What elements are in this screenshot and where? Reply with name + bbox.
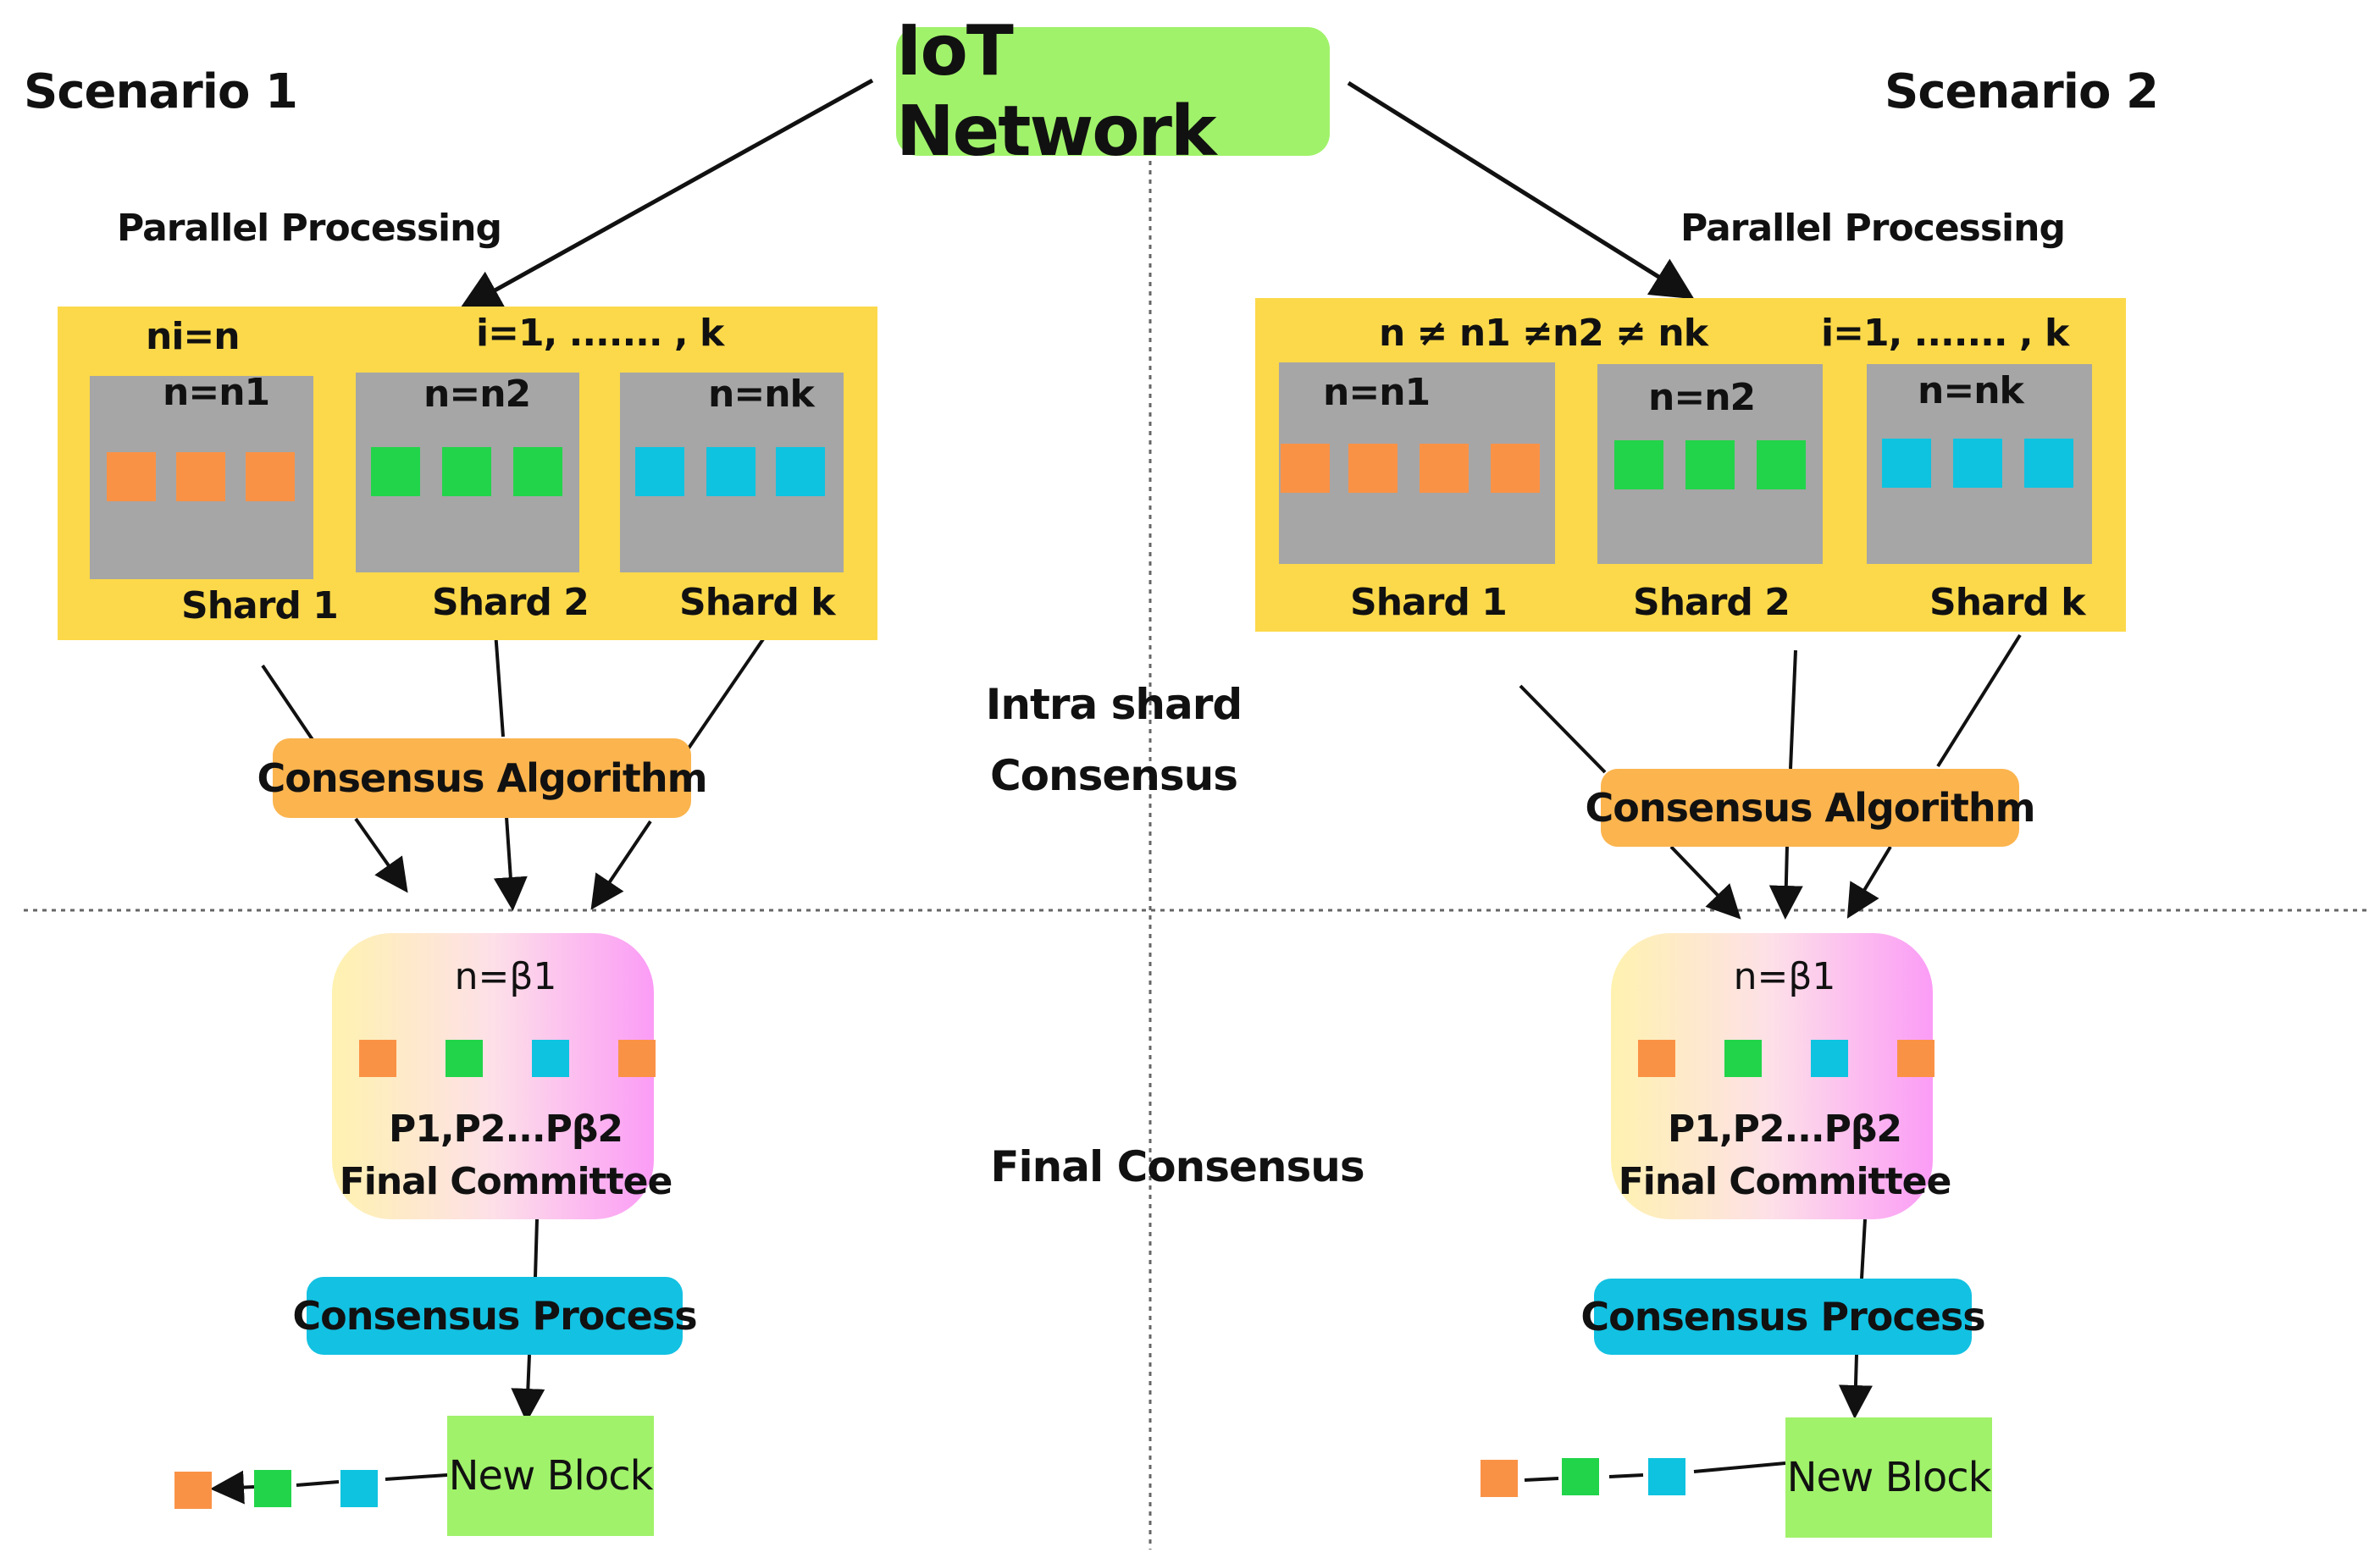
s2-node <box>2024 439 2073 488</box>
s1-node <box>176 452 225 501</box>
s1-node <box>442 447 491 496</box>
scenario1-title: Scenario 1 <box>24 64 298 119</box>
iot-network-box: IoT Network <box>896 11 1330 172</box>
s1-consensus-algorithm: Consensus Algorithm <box>257 738 707 818</box>
s1-condition-right: i=1, ....... , k <box>476 312 724 355</box>
s2-committee-members: P1,P2...Pβ2 <box>1668 1108 1902 1151</box>
s2-node <box>1281 444 1330 493</box>
s1-shard-1-name: Shard 1 <box>181 584 339 627</box>
s2-node <box>1348 444 1398 493</box>
iot-network-label: IoT Network <box>896 11 1217 172</box>
s2-node <box>1420 444 1469 493</box>
s1-shard-1-n: n=n1 <box>163 371 270 414</box>
s2-chain-block <box>1481 1460 1518 1497</box>
s1-committee-n: n=β1 <box>454 955 557 998</box>
s2-node <box>1882 439 1931 488</box>
s2-committee-name: Final Committee <box>1618 1160 1952 1203</box>
s2-shard-1-n: n=n1 <box>1323 371 1431 414</box>
s1-node <box>513 447 562 496</box>
s1-chain-block <box>174 1472 212 1509</box>
s2-shard-2-n: n=n2 <box>1648 376 1756 419</box>
s2-parallel-processing: Parallel Processing <box>1680 207 2066 250</box>
s2-committee-member <box>1811 1040 1848 1077</box>
s2-shard-k-n: n=nk <box>1918 369 2024 412</box>
s2-committee-member <box>1897 1040 1934 1077</box>
s1-new-block: New Block <box>447 1416 654 1536</box>
s1-shard-2-name: Shard 2 <box>432 581 589 624</box>
s1-committee-members: P1,P2...Pβ2 <box>389 1108 623 1151</box>
scenario2-title: Scenario 2 <box>1885 64 2159 119</box>
s1-chain-block <box>340 1470 378 1507</box>
s2-node <box>1685 440 1735 489</box>
s2-node <box>1953 439 2002 488</box>
s2-committee-member <box>1724 1040 1762 1077</box>
s2-chain-block <box>1648 1458 1685 1495</box>
s1-committee-member <box>532 1040 569 1077</box>
s1-committee-member <box>446 1040 483 1077</box>
s2-node <box>1757 440 1806 489</box>
s2-node <box>1614 440 1663 489</box>
s1-chain-block <box>254 1470 291 1507</box>
s2-consensus-process: Consensus Process <box>1580 1279 1986 1355</box>
s2-condition-right: i=1, ....... , k <box>1821 312 2069 355</box>
s1-shard-2-n: n=n2 <box>423 373 531 416</box>
s1-shard-k-n: n=nk <box>708 373 815 416</box>
s1-node <box>635 447 684 496</box>
s1-consensus-process: Consensus Process <box>292 1277 698 1355</box>
s2-condition-left: n ≠ n1 ≠n2 ≠ nk <box>1379 312 1708 355</box>
s1-node <box>706 447 756 496</box>
s1-node <box>246 452 295 501</box>
s2-committee-n: n=β1 <box>1733 955 1836 998</box>
final-consensus-label: Final Consensus <box>990 1142 1364 1191</box>
s1-shard-k-name: Shard k <box>679 581 835 624</box>
s1-parallel-processing: Parallel Processing <box>117 207 502 250</box>
s2-shard-k-name: Shard k <box>1929 581 2085 624</box>
s2-new-block: New Block <box>1785 1417 1992 1538</box>
s1-committee-member <box>359 1040 396 1077</box>
arrow-iot-to-scenario1 <box>458 78 874 311</box>
s1-node <box>371 447 420 496</box>
s1-node <box>107 452 156 501</box>
s1-committee-member <box>618 1040 656 1077</box>
arrow-iot-to-scenario2 <box>1347 80 1695 300</box>
s2-chain-block <box>1562 1458 1599 1495</box>
s1-condition-left: ni=n <box>146 315 241 358</box>
s2-consensus-algorithm: Consensus Algorithm <box>1586 769 2035 847</box>
s1-committee-name: Final Committee <box>339 1160 673 1203</box>
intra-shard-consensus-label: Intra shard Consensus <box>985 680 1243 800</box>
s1-node <box>776 447 825 496</box>
s2-node <box>1491 444 1540 493</box>
s2-shard-1-name: Shard 1 <box>1350 581 1508 624</box>
s2-shard-2-name: Shard 2 <box>1633 581 1791 624</box>
s2-committee-member <box>1638 1040 1675 1077</box>
